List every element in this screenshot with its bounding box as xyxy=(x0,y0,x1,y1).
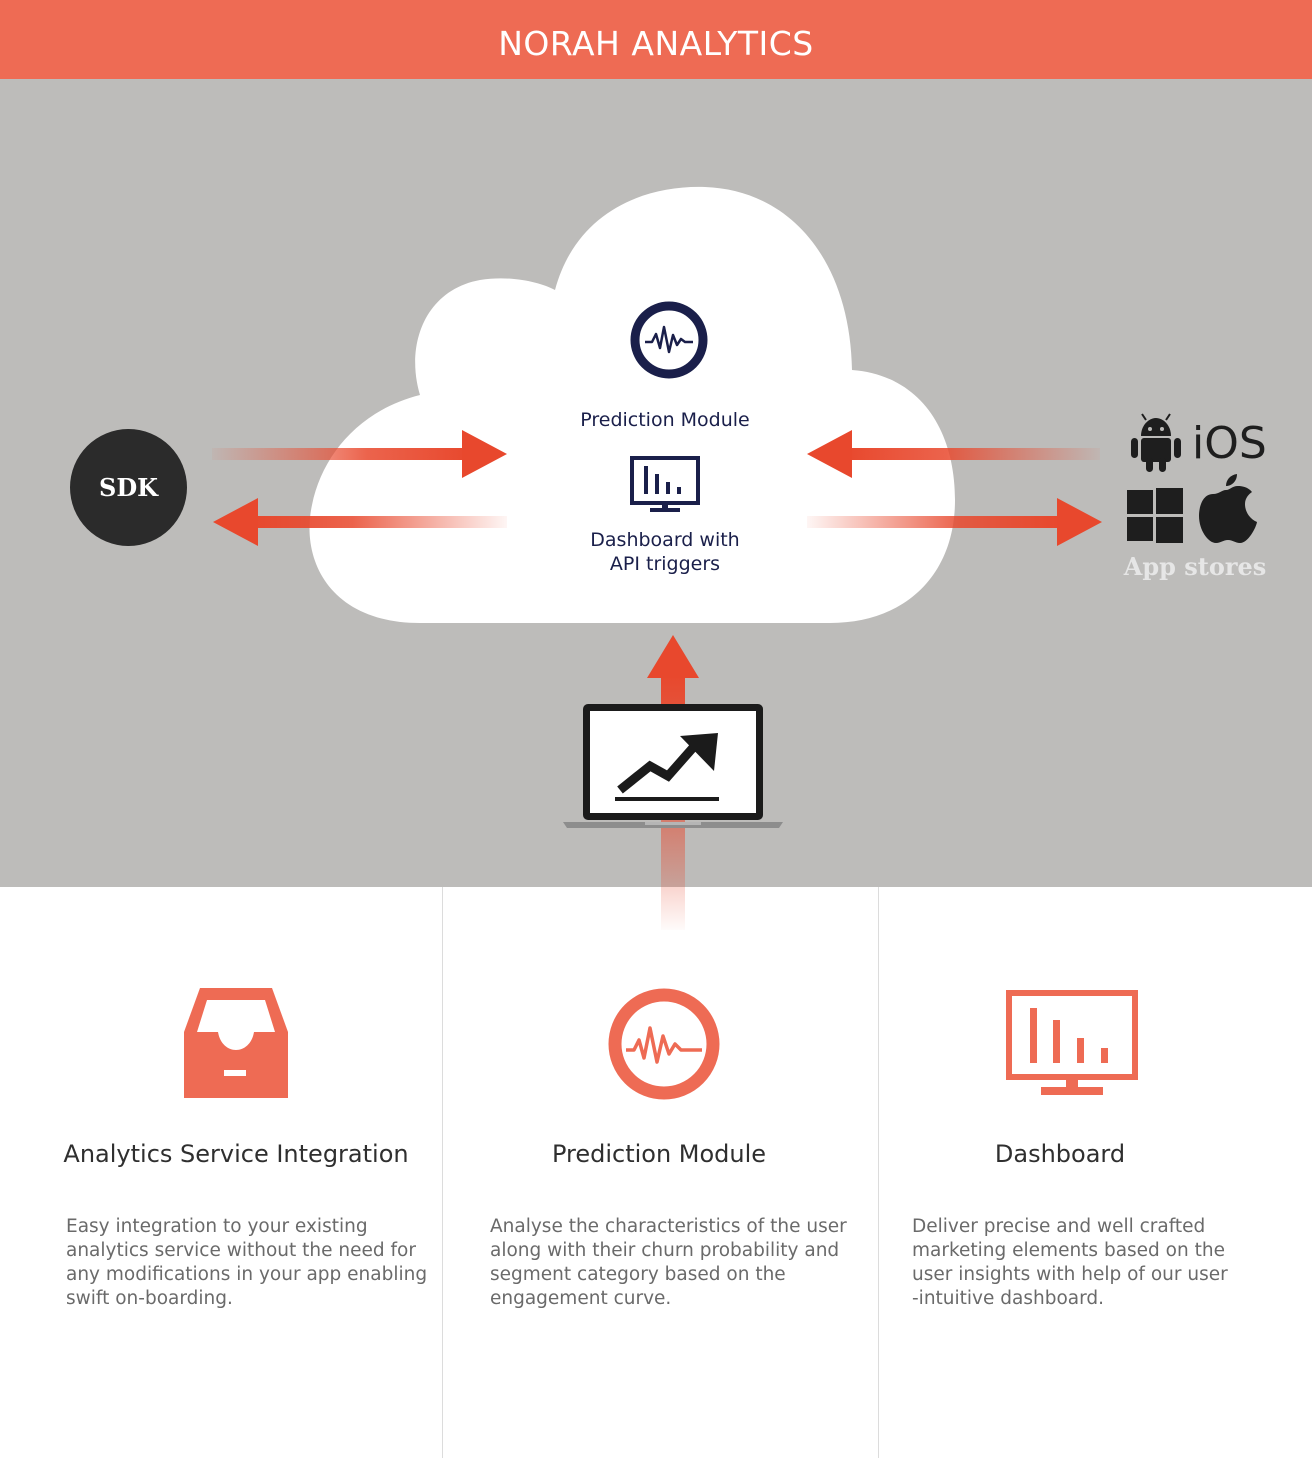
dashboard-monitor-icon xyxy=(630,456,700,512)
feature-title: Dashboard xyxy=(994,1140,1126,1168)
cloud-to-sdk-arrow xyxy=(213,498,507,546)
feature-description: Easy integration to your existing analyt… xyxy=(66,1216,428,1309)
cloud-to-stores-arrow xyxy=(807,498,1102,546)
column-divider xyxy=(878,887,879,1458)
feature-title: Prediction Module xyxy=(551,1140,767,1168)
windows-icon xyxy=(1127,488,1183,543)
cloud-shape xyxy=(309,186,955,623)
app-stores-label: App stores xyxy=(1123,552,1267,581)
android-icon xyxy=(1131,413,1181,472)
prediction-gauge-icon xyxy=(630,301,708,379)
apple-icon xyxy=(1199,474,1257,543)
diagram-graphics xyxy=(212,186,1257,930)
feature-icons xyxy=(184,988,1138,1100)
sdk-to-cloud-arrow xyxy=(212,430,507,478)
feature-title: Analytics Service Integration xyxy=(63,1140,409,1168)
page-title: NORAH ANALYTICS xyxy=(0,0,1312,79)
pulse-gauge-icon xyxy=(608,988,720,1100)
column-divider xyxy=(442,887,443,1458)
stores-to-cloud-arrow xyxy=(807,430,1100,478)
cloud-dashboard-label-line2: API triggers xyxy=(609,553,721,575)
laptop-icon xyxy=(563,704,783,828)
feature-description: Deliver precise and well crafted marketi… xyxy=(912,1216,1228,1309)
sdk-node: SDK xyxy=(70,429,187,546)
feature-description: Analyse the characteristics of the user … xyxy=(490,1216,847,1309)
monitor-chart-icon xyxy=(1006,990,1138,1095)
ios-label: iOS xyxy=(1192,418,1267,469)
inbox-tray-icon xyxy=(184,988,288,1098)
cloud-prediction-label: Prediction Module xyxy=(580,409,750,431)
cloud-dashboard-label-line1: Dashboard with xyxy=(590,529,740,551)
